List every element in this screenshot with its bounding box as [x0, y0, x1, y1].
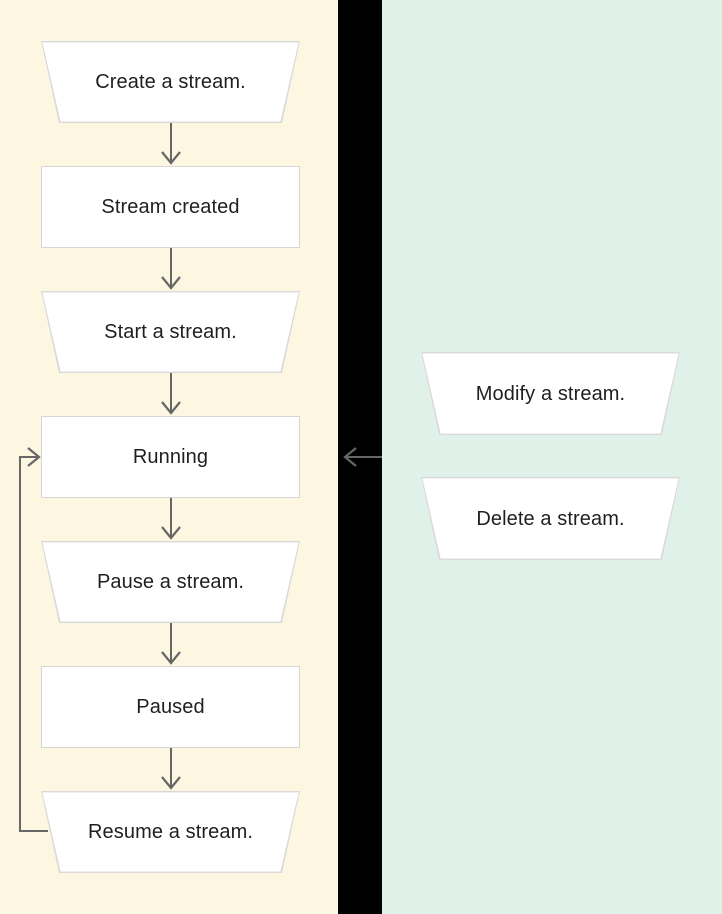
node-delete-a-stream[interactable]: Delete a stream.: [421, 477, 680, 560]
node-label: Pause a stream.: [96, 571, 245, 593]
lane-divider-band: [338, 0, 382, 914]
node-modify-a-stream[interactable]: Modify a stream.: [421, 352, 680, 435]
node-label: Paused: [136, 696, 205, 718]
node-start-a-stream[interactable]: Start a stream.: [41, 291, 300, 373]
node-label: Start a stream.: [104, 321, 237, 343]
node-label: Create a stream.: [95, 71, 246, 93]
node-resume-a-stream[interactable]: Resume a stream.: [41, 791, 300, 873]
node-create-a-stream[interactable]: Create a stream.: [41, 41, 300, 123]
node-running[interactable]: Running: [41, 416, 300, 498]
stream-management-lane: [382, 0, 722, 914]
node-stream-created[interactable]: Stream created: [41, 166, 300, 248]
node-label: Stream created: [101, 196, 240, 218]
node-pause-a-stream[interactable]: Pause a stream.: [41, 541, 300, 623]
node-paused[interactable]: Paused: [41, 666, 300, 748]
node-label: Running: [132, 446, 209, 468]
node-label: Resume a stream.: [88, 821, 253, 843]
node-label: Delete a stream.: [476, 507, 625, 530]
node-label: Modify a stream.: [475, 382, 626, 405]
